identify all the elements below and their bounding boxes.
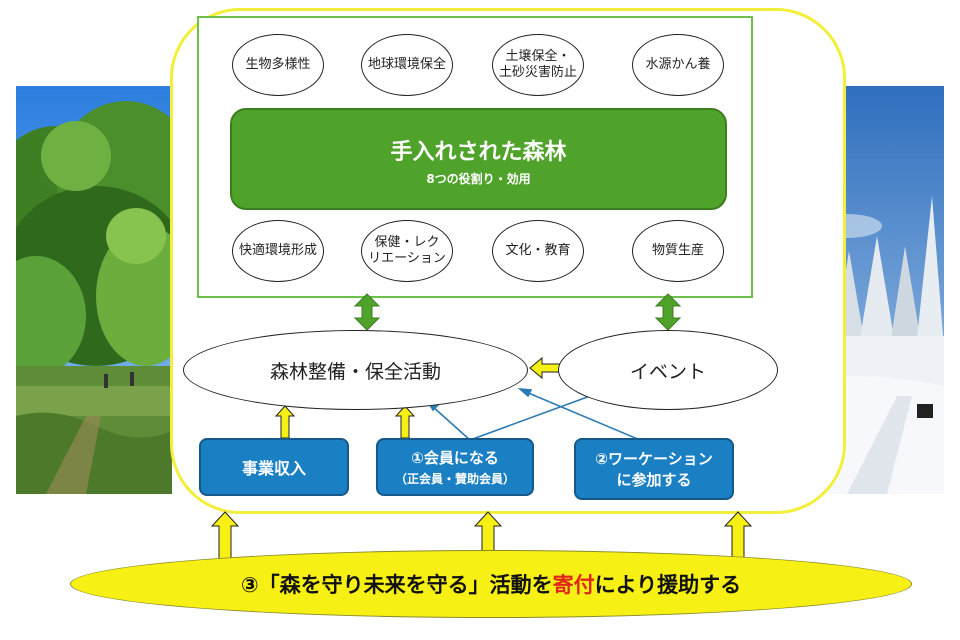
green-double-arrow-right bbox=[654, 293, 682, 331]
membership-box: ①会員になる （正会員・賛助会員） bbox=[376, 438, 534, 496]
forest-activity-ellipse: 森林整備・保全活動 bbox=[183, 330, 528, 410]
green-double-arrow-left bbox=[353, 293, 381, 331]
forest-activity-label: 森林整備・保全活動 bbox=[269, 360, 441, 383]
member-up-arrow bbox=[394, 405, 416, 439]
donation-up-arrow-right bbox=[723, 511, 753, 563]
forest-subtitle: 8つの役割り・効用 bbox=[426, 172, 531, 186]
donation-up-arrow-left bbox=[210, 511, 240, 563]
workation-label-1: ②ワーケーション bbox=[595, 450, 713, 468]
event-to-activity-arrow bbox=[529, 356, 561, 380]
role-soil-conservation: 土壌保全・ 土砂災害防止 bbox=[492, 34, 584, 96]
role-material-production: 物質生産 bbox=[632, 220, 724, 282]
membership-types-label: （正会員・賛助会員） bbox=[394, 472, 515, 486]
business-income-label: 事業収入 bbox=[241, 459, 306, 478]
workation-box: ②ワーケーション に参加する bbox=[574, 438, 734, 500]
workation-label-2: に参加する bbox=[616, 471, 692, 489]
donation-highlight: 寄付 bbox=[552, 573, 595, 597]
role-culture-education: 文化・教育 bbox=[492, 220, 584, 282]
donation-text-before: ③「森を守り未来を守る」活動を bbox=[240, 573, 553, 597]
event-ellipse: イベント bbox=[558, 330, 778, 410]
role-health-recreation: 保健・レク リエーション bbox=[361, 220, 453, 282]
donation-text-after: により援助する bbox=[594, 573, 742, 597]
forest-title: 手入れされた森林 bbox=[390, 140, 567, 165]
donation-ellipse: ③「森を守り未来を守る」活動を寄付により援助する bbox=[70, 550, 912, 618]
role-biodiversity: 生物多様性 bbox=[232, 34, 324, 96]
role-global-environment: 地球環境保全 bbox=[361, 34, 453, 96]
business-income-box: 事業収入 bbox=[199, 438, 349, 496]
summer-forest-photo bbox=[16, 86, 172, 494]
membership-label: ①会員になる bbox=[411, 449, 499, 467]
role-comfortable-environment: 快適環境形成 bbox=[232, 220, 324, 282]
managed-forest-box: 手入れされた森林 8つの役割り・効用 bbox=[230, 108, 727, 210]
business-up-arrow bbox=[274, 405, 296, 439]
event-label: イベント bbox=[629, 360, 706, 383]
role-water-retention: 水源かん養 bbox=[632, 34, 724, 96]
